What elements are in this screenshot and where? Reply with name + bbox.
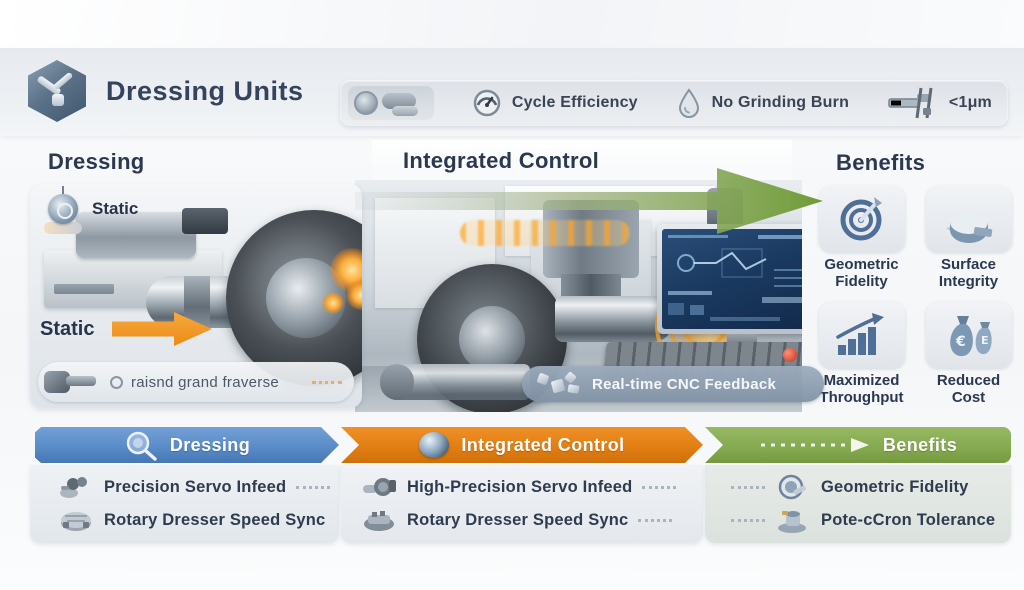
column-header-integrated-control: Integrated Control bbox=[403, 148, 600, 173]
cnc-feedback-label: Real-time CNC Feedback bbox=[592, 375, 777, 393]
dresser-unit bbox=[76, 212, 196, 258]
dressing-items-panel: Precision Servo Infeed Rotary Dresser Sp… bbox=[30, 465, 339, 543]
servo-motor-icon bbox=[361, 475, 397, 501]
gear-block-icon bbox=[361, 508, 397, 534]
dresser-head-icon bbox=[58, 475, 94, 501]
fidelity-badge-icon bbox=[775, 474, 811, 501]
page-title: Dressing Units bbox=[106, 75, 304, 106]
camera-dresser-icon bbox=[44, 367, 102, 397]
svg-text:€: € bbox=[955, 334, 966, 350]
svg-text:E: E bbox=[981, 334, 989, 347]
dashed-arrow-icon bbox=[759, 436, 871, 454]
benefit-geometric-fidelity: Geometric Fidelity bbox=[814, 186, 909, 294]
list-item: High-Precision Servo Infeed bbox=[361, 475, 703, 501]
data-chips-icon bbox=[536, 371, 582, 396]
magnifier-icon bbox=[124, 430, 158, 460]
benefits-items-panel: Geometric Fidelity Pote-cCron Tolerance bbox=[705, 465, 1011, 543]
emergency-stop-button bbox=[783, 348, 797, 362]
dotted-connector bbox=[731, 519, 765, 522]
benefit-tile: € E bbox=[925, 302, 1012, 368]
tolerance-spool-icon bbox=[775, 508, 811, 534]
benefit-label: Surface Integrity bbox=[938, 256, 999, 290]
flow-bar-label: Integrated Control bbox=[461, 434, 625, 455]
static-bottom-label: Static bbox=[40, 318, 95, 340]
growth-chart-icon bbox=[834, 311, 890, 359]
benefit-label: Reduced Cost bbox=[936, 372, 1001, 406]
static-top-chip: Static bbox=[48, 186, 139, 224]
badge-label: No Grinding Burn bbox=[711, 94, 850, 111]
main-visual: Static raisnd grand fraverse Real-time C… bbox=[30, 180, 824, 412]
badge-cycle-efficiency: Cycle Efficiency bbox=[472, 88, 638, 118]
column-header-benefits: Benefits bbox=[836, 150, 926, 175]
benefit-surface-integrity: Surface Integrity bbox=[921, 186, 1016, 294]
static-indicator-icon bbox=[48, 186, 78, 224]
flow-bar-dressing: Dressing bbox=[35, 427, 339, 463]
cylinder-probe bbox=[380, 364, 530, 400]
badge-no-grinding-burn: No Grinding Burn bbox=[676, 88, 849, 118]
sphere-icon bbox=[419, 432, 449, 458]
target-icon bbox=[836, 193, 888, 245]
ring-icon bbox=[110, 375, 123, 389]
list-item: Pote-cCron Tolerance bbox=[731, 508, 1011, 534]
cnc-screen bbox=[662, 229, 802, 329]
list-item: Geometric Fidelity bbox=[731, 474, 1011, 501]
column-header-dressing: Dressing bbox=[48, 149, 145, 174]
dotted-connector bbox=[638, 519, 673, 522]
badge-tolerance: <1μm bbox=[887, 86, 992, 120]
droplet-icon bbox=[676, 88, 702, 118]
badge-label: <1μm bbox=[948, 94, 992, 111]
benefit-label: Geometric Fidelity bbox=[824, 256, 899, 290]
integrated-control-items-panel: High-Precision Servo Infeed Rotary Dress… bbox=[341, 465, 703, 543]
sparks-band bbox=[460, 220, 630, 246]
dotted-connector bbox=[642, 486, 677, 489]
static-top-label: Static bbox=[92, 199, 139, 218]
flow-bar-integrated-control: Integrated Control bbox=[341, 427, 703, 463]
benefit-maximized-throughput: Maximized Throughput bbox=[814, 302, 909, 410]
benefits-grid: Geometric Fidelity Surface Integrity bbox=[814, 186, 1016, 410]
cnc-monitor bbox=[657, 224, 802, 334]
badge-bar: Cycle Efficiency No Grinding Burn bbox=[340, 80, 1008, 126]
benefit-tile bbox=[818, 186, 905, 252]
traverse-pill: raisnd grand fraverse bbox=[38, 362, 354, 402]
machinery-cluster-icon bbox=[348, 86, 434, 120]
dome-icon bbox=[940, 194, 998, 244]
brand: Dressing Units bbox=[28, 60, 304, 122]
list-item: Rotary Dresser Speed Sync bbox=[361, 508, 703, 534]
dotted-connector bbox=[296, 486, 331, 489]
dotted-connector bbox=[312, 380, 342, 384]
cnc-feedback-pill: Real-time CNC Feedback bbox=[522, 366, 824, 402]
caliper-icon bbox=[887, 86, 939, 120]
dotted-connector bbox=[731, 486, 765, 489]
hexagon-logo-icon bbox=[28, 60, 86, 122]
flow-bar-benefits: Benefits bbox=[705, 427, 1011, 463]
money-bags-icon: € E bbox=[940, 310, 998, 360]
flow-bar-label: Dressing bbox=[169, 434, 251, 455]
top-strip bbox=[0, 0, 1024, 48]
list-item: Precision Servo Infeed bbox=[58, 475, 339, 501]
benefit-label: Maximized Throughput bbox=[819, 372, 904, 406]
list-item: Rotary Dresser Speed Sync bbox=[58, 508, 339, 534]
process-flow-arrow-icon bbox=[355, 168, 823, 234]
traverse-label: raisnd grand fraverse bbox=[131, 373, 280, 391]
gauge-icon bbox=[472, 88, 502, 118]
benefit-tile bbox=[925, 186, 1012, 252]
rotary-disc-icon bbox=[58, 508, 94, 534]
benefit-tile bbox=[818, 302, 905, 368]
benefit-reduced-cost: € E Reduced Cost bbox=[921, 302, 1016, 410]
workpiece-shaft bbox=[555, 296, 673, 342]
flow-bar-label: Benefits bbox=[882, 434, 958, 455]
badge-label: Cycle Efficiency bbox=[511, 94, 638, 111]
